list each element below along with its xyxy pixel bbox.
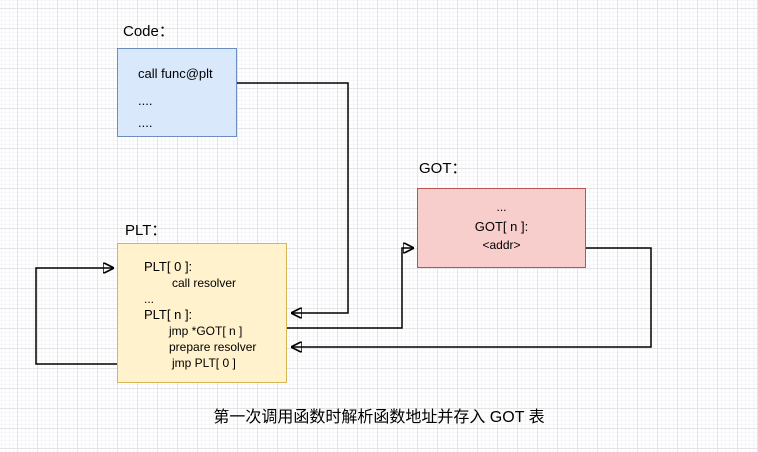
got-line-entry-n: GOT[ n ]: [474,219,529,234]
got-line-dots: ... [496,200,507,214]
plt-line-jmp-got: jmp *GOT[ n ] [169,324,243,338]
arrow-plt-to-got [287,248,413,329]
diagram-caption: 第一次调用函数时解析函数地址并存入 GOT 表 [213,409,545,426]
got-box: ... GOT[ n ]: <addr> [417,188,586,268]
plt-line-dots: ... [144,292,155,306]
plt-line-jmp-plt0: jmp PLT[ 0 ] [172,356,236,370]
got-box-label: GOT： [419,160,467,177]
code-line-dots-2: .... [138,115,153,130]
plt-box: PLT[ 0 ]: call resolver ... PLT[ n ]: jm… [117,243,287,383]
code-box: call func@plt .... .... [117,48,237,137]
arrow-plt-self-loop [35,268,117,365]
code-box-label: Code： [123,23,174,40]
got-line-addr: <addr> [482,238,521,252]
plt-box-label: PLT： [125,222,167,239]
plt-line-entry-n: PLT[ n ]: [144,307,193,322]
code-line-call-func-plt: call func@plt [138,66,213,81]
plt-line-entry-0: PLT[ 0 ]: [144,259,193,274]
plt-line-call-resolver: call resolver [172,276,237,290]
plt-line-prepare-resolver: prepare resolver [169,340,257,354]
code-line-dots-1: .... [138,93,153,108]
